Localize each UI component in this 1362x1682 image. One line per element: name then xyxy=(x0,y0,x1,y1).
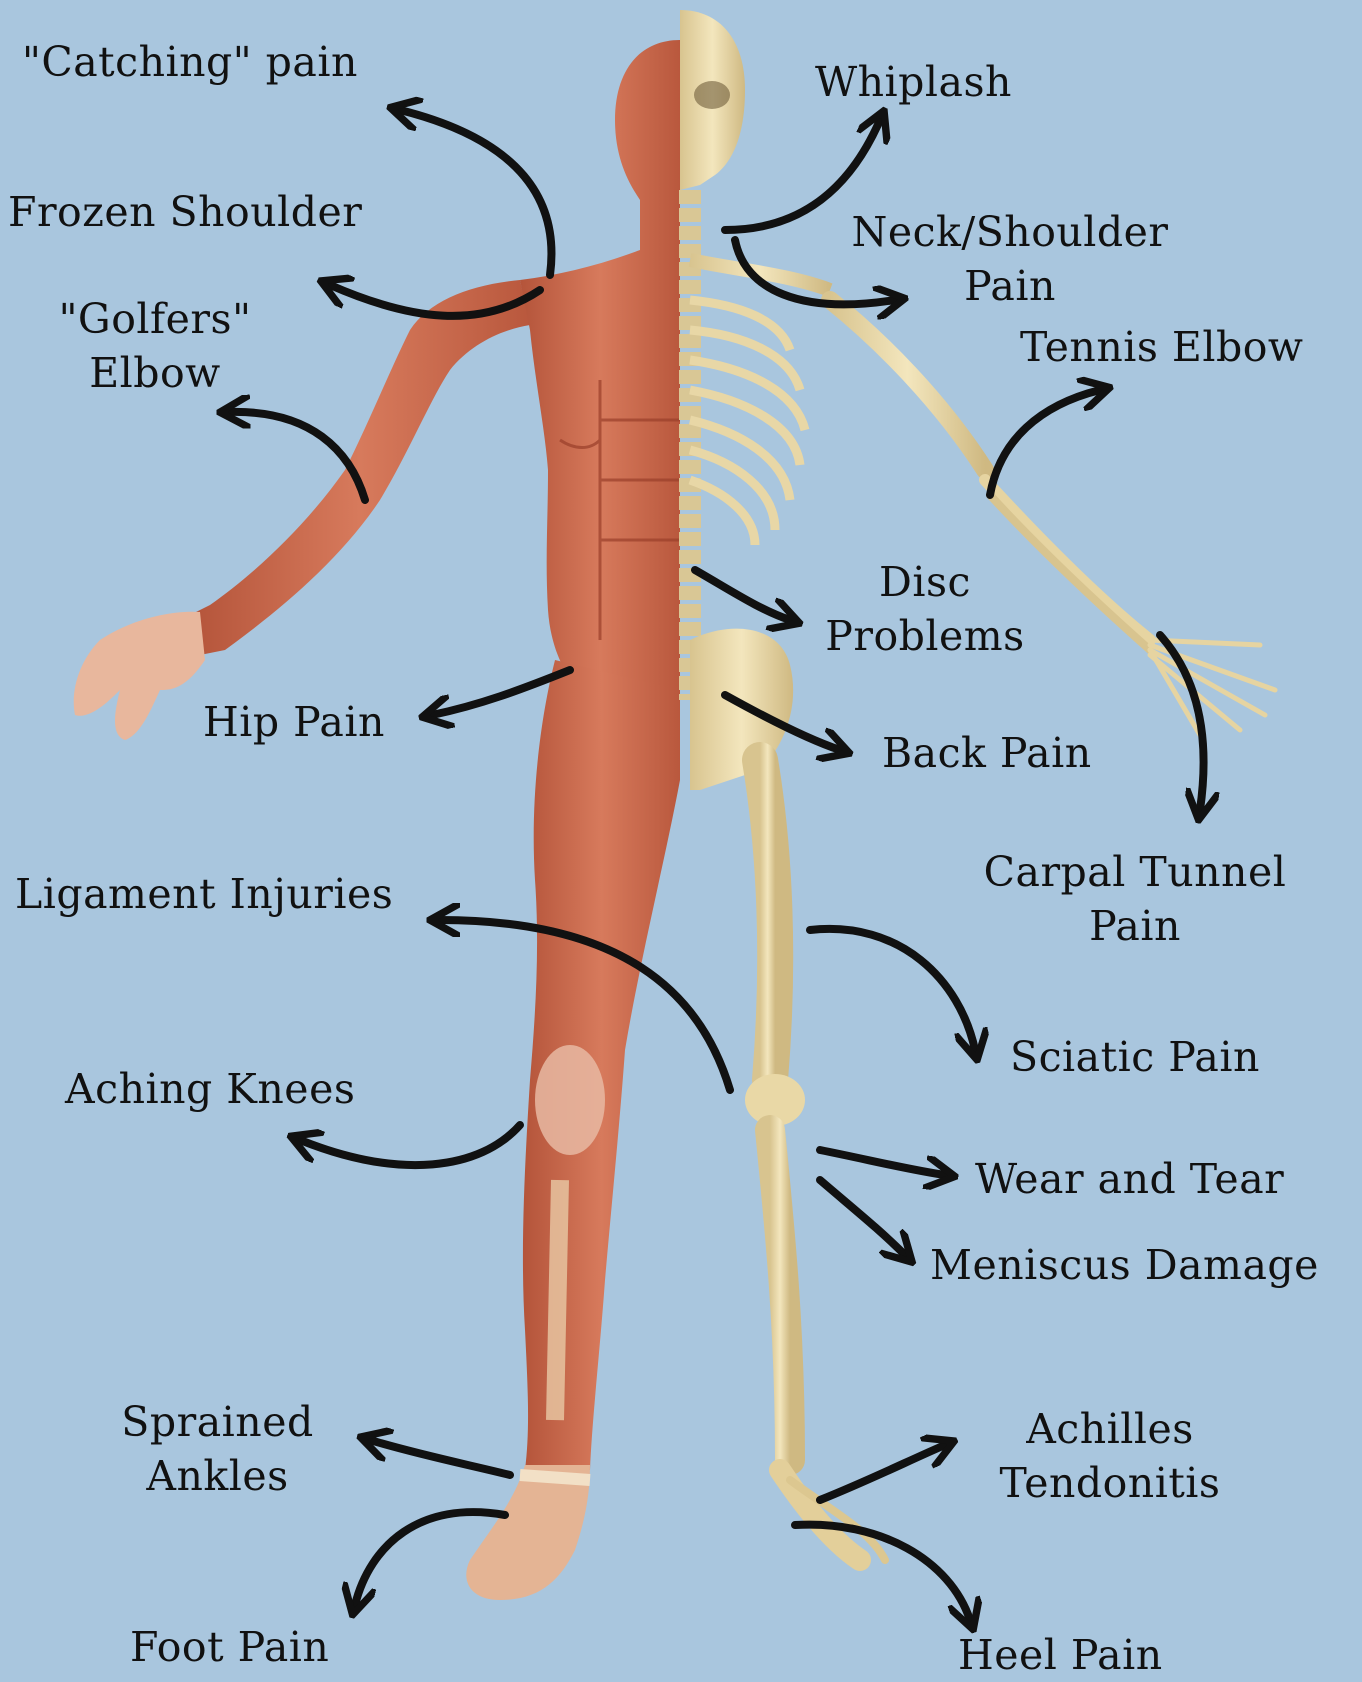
muscular-foot xyxy=(466,1465,590,1600)
label-ligament-injuries: Ligament Injuries xyxy=(15,867,393,921)
label-hip-pain: Hip Pain xyxy=(203,695,385,749)
arrow-sciatic-pain xyxy=(810,929,975,1050)
muscular-half-figure xyxy=(74,40,680,1600)
label-meniscus-damage: Meniscus Damage xyxy=(930,1238,1319,1292)
arrow-tennis-elbow xyxy=(990,390,1100,495)
arrow-meniscus-damage xyxy=(820,1180,905,1255)
arrow-catching-pain xyxy=(400,110,551,275)
label-golfers-elbow: "Golfers" Elbow xyxy=(30,292,280,400)
label-achilles-tendonitis: Achilles Tendonitis xyxy=(975,1402,1245,1510)
arrow-sprained-ankles xyxy=(370,1440,510,1475)
arrow-disc-problems xyxy=(695,570,790,620)
label-sprained-ankles: Sprained Ankles xyxy=(100,1395,335,1503)
label-foot-pain: Foot Pain xyxy=(130,1620,329,1674)
label-tennis-elbow: Tennis Elbow xyxy=(1020,320,1304,374)
label-neck-shoulder-pain: Neck/Shoulder Pain xyxy=(830,205,1190,313)
arrow-aching-knees xyxy=(300,1125,520,1165)
arrow-achilles xyxy=(820,1445,945,1500)
label-aching-knees: Aching Knees xyxy=(65,1062,355,1116)
label-catching-pain: "Catching" pain xyxy=(22,35,358,89)
label-wear-and-tear: Wear and Tear xyxy=(975,1152,1284,1206)
label-carpal-tunnel-pain: Carpal Tunnel Pain xyxy=(965,845,1305,953)
label-frozen-shoulder: Frozen Shoulder xyxy=(8,185,362,239)
label-heel-pain: Heel Pain xyxy=(958,1628,1163,1682)
label-disc-problems: Disc Problems xyxy=(810,555,1040,663)
label-back-pain: Back Pain xyxy=(882,726,1092,780)
muscular-hand xyxy=(74,612,205,740)
label-sciatic-pain: Sciatic Pain xyxy=(1010,1030,1260,1084)
label-whiplash: Whiplash xyxy=(815,55,1012,109)
arrow-wear-and-tear xyxy=(820,1150,945,1175)
